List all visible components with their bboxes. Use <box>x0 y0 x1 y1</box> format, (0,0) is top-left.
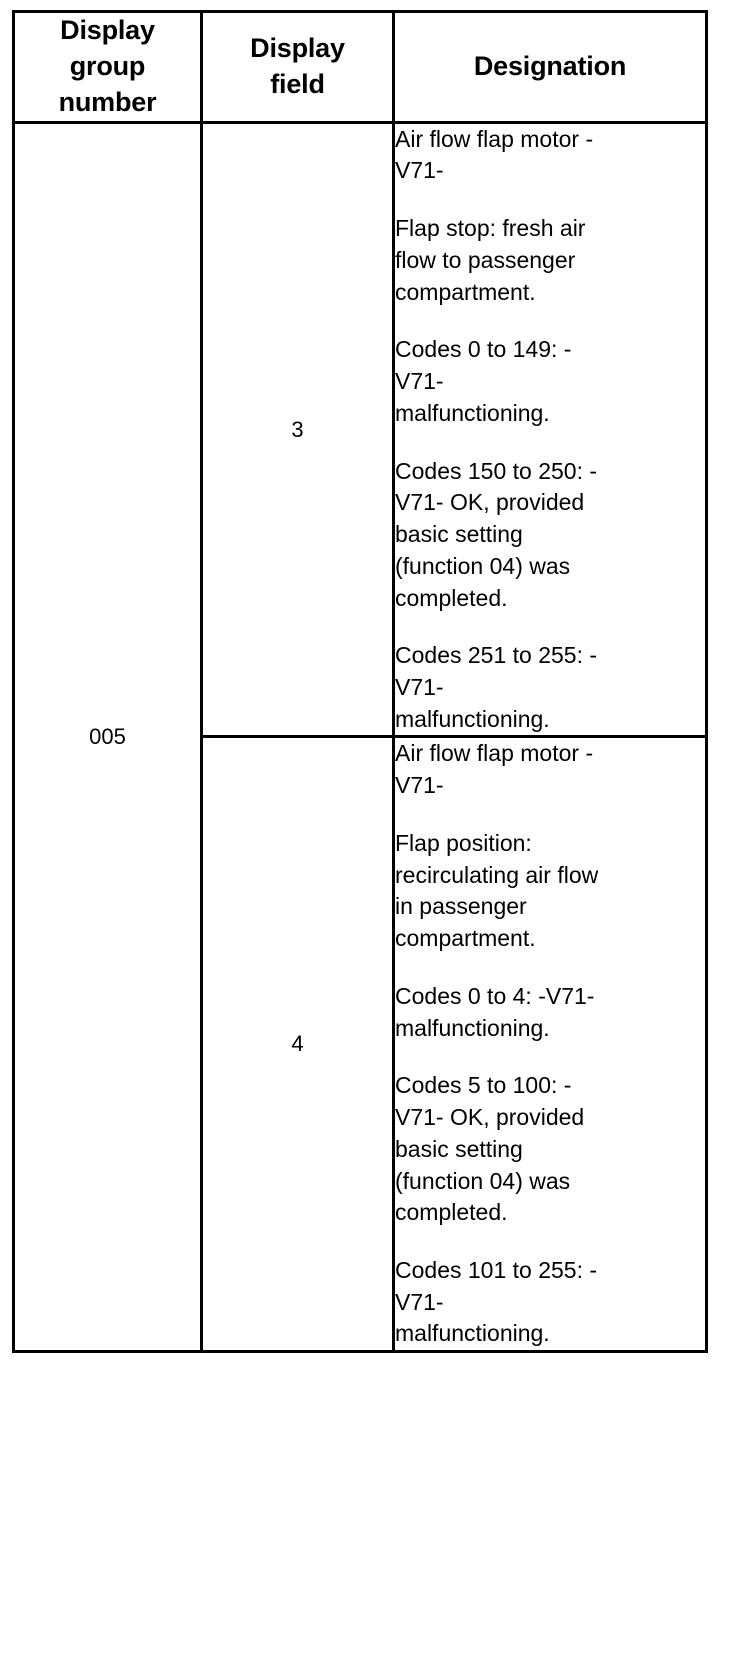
designation-paragraph: Codes 0 to 149: - V71- malfunctioning. <box>395 336 572 426</box>
cell-designation: Air flow flap motor - V71- Flap stop: fr… <box>392 120 708 739</box>
header-line-1: Designation <box>473 50 627 81</box>
column-header-display-field: Display field <box>200 10 395 124</box>
cell-designation: Air flow flap motor - V71- Flap position… <box>392 735 708 1354</box>
header-line-1: Display <box>250 32 345 63</box>
table-header-row: Display group number Display field Desig… <box>12 10 708 124</box>
display-groups-table: Display group number Display field Desig… <box>12 10 708 1354</box>
designation-paragraph: Flap position: recirculating air flow in… <box>395 829 599 952</box>
designation-paragraph: Air flow flap motor - V71- <box>395 740 594 799</box>
designation-paragraph: Codes 251 to 255: - V71- malfunctioning. <box>395 642 598 732</box>
designation-paragraph: Flap stop: fresh air flow to passenger c… <box>395 215 586 305</box>
table-row: 005 3 Air flow flap motor - V71- Flap st… <box>12 120 708 1354</box>
header-line-3: number <box>58 86 157 117</box>
cell-display-field: 3 <box>200 120 395 739</box>
table-header: Display group number Display field Desig… <box>12 10 708 124</box>
table-body: 005 3 Air flow flap motor - V71- Flap st… <box>12 120 708 1354</box>
designation-paragraph: Air flow flap motor - V71- <box>395 125 594 184</box>
designation-paragraph: Codes 150 to 250: - V71- OK, provided ba… <box>395 457 598 611</box>
header-line-1: Display <box>60 15 155 45</box>
column-header-designation: Designation <box>392 10 708 124</box>
cell-display-field: 4 <box>200 735 395 1354</box>
cell-display-group-number: 005 <box>12 120 203 1354</box>
designation-paragraph: Codes 101 to 255: - V71- malfunctioning. <box>395 1257 598 1347</box>
header-line-2: group <box>69 50 146 81</box>
column-header-display-group-number: Display group number <box>12 10 203 124</box>
table-row: 4 Air flow flap motor - V71- Flap positi… <box>14 735 708 1354</box>
header-line-2: field <box>270 68 325 99</box>
designation-paragraph: Codes 0 to 4: -V71- malfunctioning. <box>395 982 595 1041</box>
designation-paragraph: Codes 5 to 100: - V71- OK, provided basi… <box>395 1072 585 1226</box>
